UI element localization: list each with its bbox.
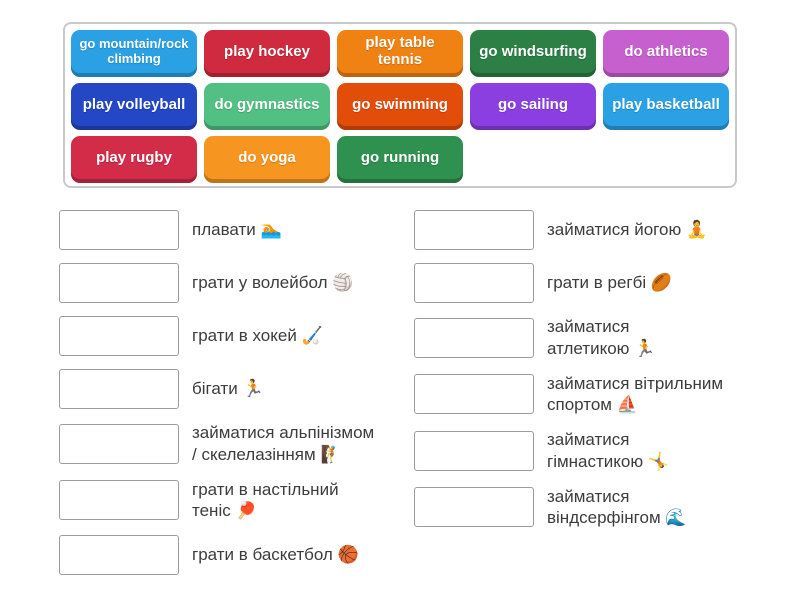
word-tile[interactable]: play rugby: [71, 136, 197, 183]
answer-slot[interactable]: [59, 480, 179, 521]
match-text: плавати 🏊: [192, 219, 282, 241]
answer-slot[interactable]: [414, 487, 534, 528]
match-column-right: займатися йогою 🧘 грати в регбі 🏉 займатис…: [414, 210, 759, 588]
runner-icon: 🏃: [634, 338, 656, 358]
match-text: займатися віндсерфінгом 🌊: [547, 486, 687, 530]
rugby-ball-icon: 🏉: [650, 273, 673, 293]
match-text: грати в хокей 🏑: [192, 325, 323, 347]
answer-slot[interactable]: [59, 210, 179, 250]
match-row: займатися вітрильним спортом ⛵: [414, 373, 759, 417]
match-row: займатися гімнастикою 🤸: [414, 429, 759, 473]
match-text-label: грати в настільний теніс: [192, 479, 339, 521]
match-row: займатися віндсерфінгом 🌊: [414, 486, 759, 530]
yoga-icon: 🧘: [685, 220, 708, 240]
match-row: грати в баскетбол 🏀: [59, 535, 414, 575]
match-text-label: плавати: [192, 220, 256, 240]
match-text-label: займатися вітрильним спортом: [547, 373, 724, 415]
answer-slot[interactable]: [59, 369, 179, 409]
word-tile[interactable]: go mountain/rock climbing: [71, 30, 197, 77]
answer-slot[interactable]: [414, 317, 534, 358]
field-hockey-icon: 🏑: [301, 326, 323, 346]
volleyball-icon: 🏐: [332, 273, 354, 293]
match-text-label: грати в хокей: [192, 326, 297, 346]
cartwheel-icon: 🤸: [647, 451, 670, 471]
word-tile[interactable]: do athletics: [603, 30, 729, 77]
match-text-label: займатися гімнастикою: [547, 430, 644, 471]
answer-slot[interactable]: [59, 316, 179, 356]
match-text: грати в регбі 🏉: [547, 272, 672, 294]
match-text-label: займатися віндсерфінгом: [547, 486, 661, 528]
match-row: грати в хокей 🏑: [59, 316, 414, 356]
match-row: плавати 🏊: [59, 210, 414, 250]
word-tile[interactable]: do yoga: [204, 136, 330, 183]
match-text: займатися вітрильним спортом ⛵: [547, 373, 723, 417]
match-text-label: займатися йогою: [547, 220, 682, 240]
match-text-label: займатися атлетикою: [547, 317, 630, 358]
answer-slot[interactable]: [414, 374, 534, 415]
wave-icon: 🌊: [665, 508, 687, 528]
word-tile[interactable]: go swimming: [337, 83, 463, 130]
match-row: займатися йогою 🧘: [414, 210, 759, 250]
match-row: грати в регбі 🏉: [414, 263, 759, 303]
answer-slot[interactable]: [59, 263, 179, 303]
match-text: грати у волейбол 🏐: [192, 272, 353, 294]
word-tile[interactable]: play hockey: [204, 30, 330, 77]
word-tile[interactable]: play table tennis: [337, 30, 463, 77]
match-text: займатися альпінізмом / скелелазінням 🧗: [192, 422, 374, 466]
match-row: грати у волейбол 🏐: [59, 263, 414, 303]
word-tile[interactable]: go running: [337, 136, 463, 183]
table-tennis-icon: 🏓: [235, 501, 257, 521]
answer-slot[interactable]: [59, 423, 179, 464]
runner-icon: 🏃: [242, 379, 264, 399]
word-tile[interactable]: do gymnastics: [204, 83, 330, 130]
match-text-label: грати в баскетбол: [192, 545, 333, 565]
match-text-label: бігати: [192, 379, 238, 399]
word-tile[interactable]: play volleyball: [71, 83, 197, 130]
match-text: займатися атлетикою 🏃: [547, 316, 655, 360]
match-row: займатися альпінізмом / скелелазінням 🧗: [59, 422, 414, 466]
word-tile[interactable]: go windsurfing: [470, 30, 596, 77]
word-tile[interactable]: play basketball: [603, 83, 729, 130]
match-text-label: грати в регбі: [547, 273, 647, 293]
match-text: грати в настільний теніс 🏓: [192, 479, 339, 523]
match-text-label: грати у волейбол: [192, 273, 328, 293]
match-text: займатися гімнастикою 🤸: [547, 429, 669, 473]
match-row: грати в настільний теніс 🏓: [59, 479, 414, 523]
climber-icon: 🧗: [320, 444, 342, 464]
basketball-icon: 🏀: [337, 545, 359, 565]
word-tile[interactable]: go sailing: [470, 83, 596, 130]
match-text: займатися йогою 🧘: [547, 219, 707, 241]
answer-slot[interactable]: [414, 430, 534, 471]
match-column-left: плавати 🏊 грати у волейбол 🏐 грати в хокей…: [59, 210, 414, 588]
match-row: бігати 🏃: [59, 369, 414, 409]
match-text: грати в баскетбол 🏀: [192, 544, 359, 566]
match-row: займатися атлетикою 🏃: [414, 316, 759, 360]
match-text-label: займатися альпінізмом / скелелазінням: [192, 423, 375, 464]
swimmer-icon: 🏊: [260, 220, 282, 240]
match-text: бігати 🏃: [192, 378, 264, 400]
sailboat-icon: ⛵: [616, 395, 638, 415]
answer-slot[interactable]: [59, 535, 179, 575]
answer-slot[interactable]: [414, 210, 534, 250]
match-up-area: плавати 🏊 грати у волейбол 🏐 грати в хокей…: [59, 210, 759, 588]
answer-slot[interactable]: [414, 263, 534, 303]
